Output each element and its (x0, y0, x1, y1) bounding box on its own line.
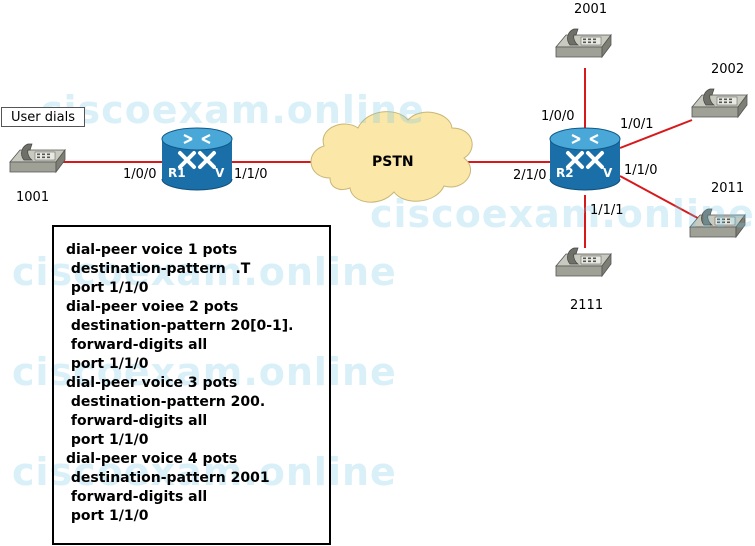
router-r1-label: R1 (168, 166, 186, 180)
port-r1-right: 1/1/0 (234, 167, 268, 182)
config-line: port 1/1/0 (66, 280, 149, 296)
config-line: destination-pattern 2001 (66, 470, 270, 486)
config-line: port 1/1/0 (66, 508, 149, 524)
links (60, 68, 706, 248)
config-line: dial-peer voice 4 pots (66, 451, 238, 467)
router-r2-voice-mark: V (603, 166, 613, 180)
router-r2-icon (548, 126, 622, 192)
config-line: forward-digits all (66, 489, 208, 505)
phone-2011-label: 2011 (711, 181, 745, 196)
config-line: destination-pattern 200. (66, 394, 266, 410)
router-r2-label: R2 (556, 166, 574, 180)
config-line: dial-peer voice 1 pots (66, 242, 238, 258)
phone-2001-icon (555, 28, 612, 58)
router-r1-icon (160, 126, 234, 192)
config-line: destination-pattern .T (66, 261, 251, 277)
phone-2111-icon (555, 247, 612, 277)
dial-peer-config-box: dial-peer voice 1 pots destination-patte… (52, 225, 331, 545)
user-dials-label: User dials (1, 107, 85, 127)
port-r2-left: 2/1/0 (513, 168, 547, 183)
port-r2-top: 1/0/0 (541, 109, 575, 124)
port-r2-upper-right: 1/0/1 (620, 117, 654, 132)
router-r1-voice-mark: V (215, 166, 225, 180)
phone-2001-label: 2001 (574, 2, 608, 17)
port-r2-lower-right: 1/1/0 (624, 163, 658, 178)
pstn-label: PSTN (372, 154, 414, 170)
phone-2011-icon (689, 208, 746, 238)
config-line: port 1/1/0 (66, 356, 149, 372)
phone-2002-icon (691, 88, 748, 118)
phone-2111-label: 2111 (570, 298, 604, 313)
config-line: forward-digits all (66, 413, 208, 429)
link-r2-2002 (619, 119, 693, 149)
port-r2-bottom: 1/1/1 (590, 203, 624, 218)
config-line: destination-pattern 20[0-1]. (66, 318, 294, 334)
config-line: forward-digits all (66, 337, 208, 353)
config-line: dial-peer voiee 2 pots (66, 299, 239, 315)
phone-1001-label: 1001 (16, 190, 50, 205)
port-r1-left: 1/0/0 (123, 167, 157, 182)
config-line: port 1/1/0 (66, 432, 149, 448)
phone-2002-label: 2002 (711, 62, 745, 77)
config-line: dial-peer voice 3 pots (66, 375, 238, 391)
pstn-cloud (310, 111, 473, 203)
phone-1001-icon (9, 143, 66, 173)
link-r2-2011 (619, 175, 706, 223)
